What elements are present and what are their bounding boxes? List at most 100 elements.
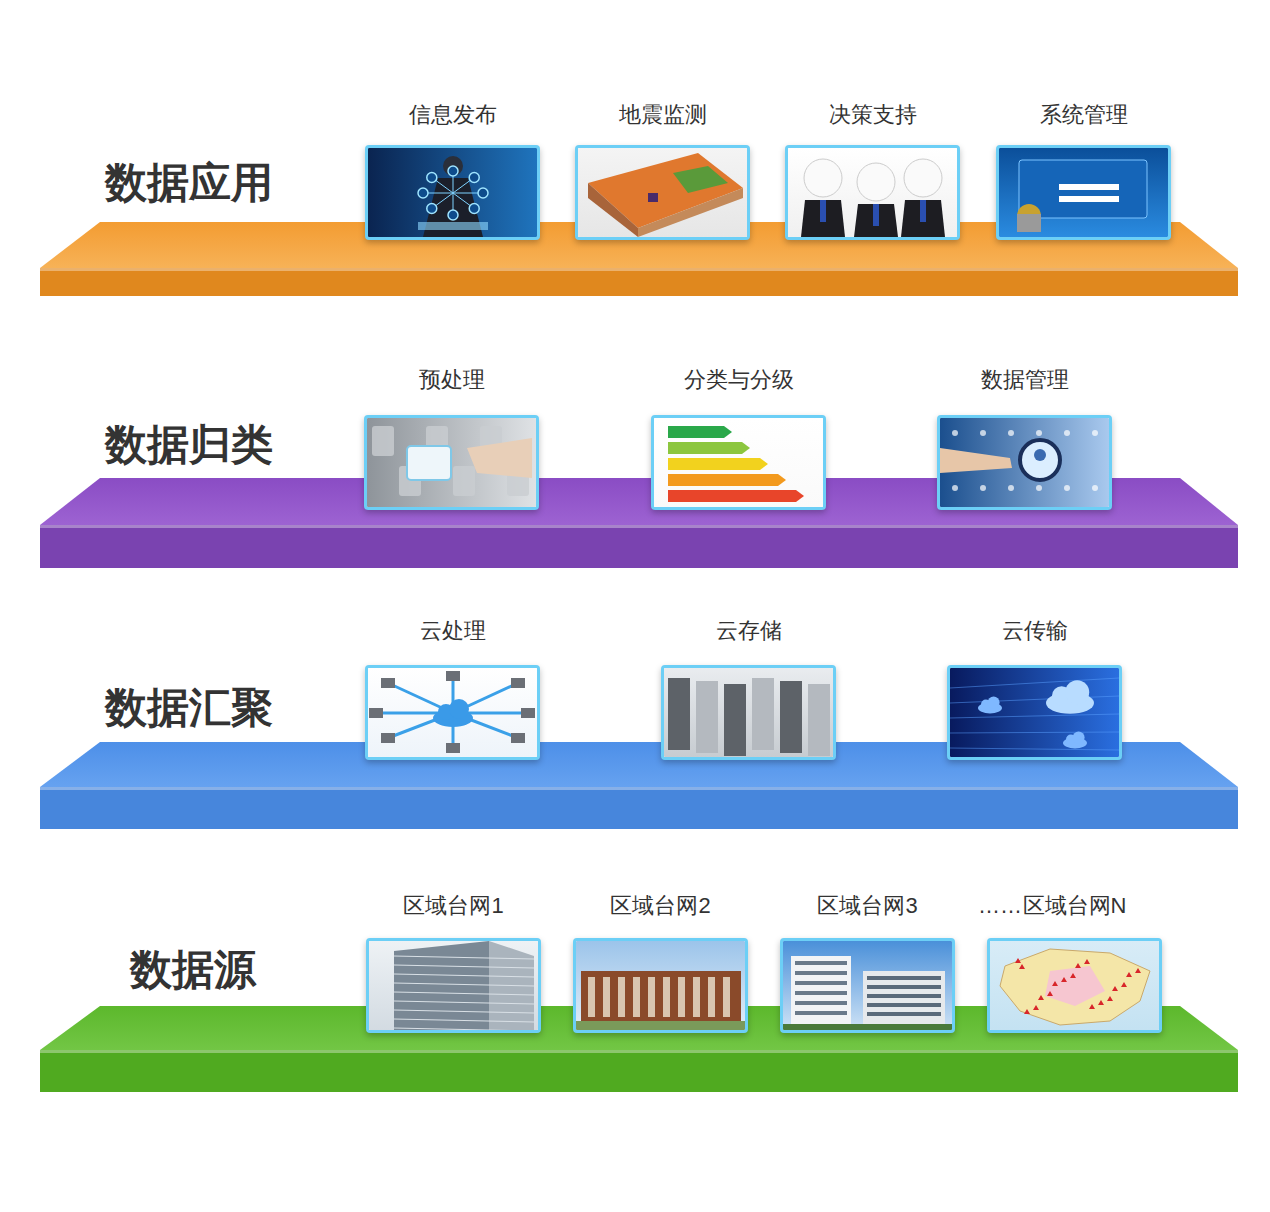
picture-svg bbox=[578, 148, 747, 237]
picture-part bbox=[1112, 986, 1118, 991]
picture-part bbox=[804, 159, 842, 197]
picture-background bbox=[999, 148, 1168, 237]
layer-band: 数据应用信息发布地震监测决策支持系统管理 bbox=[0, 95, 1270, 298]
picture-part bbox=[638, 188, 743, 237]
picture-part bbox=[920, 200, 926, 222]
picture-part bbox=[427, 204, 437, 214]
picture-part bbox=[1059, 196, 1119, 202]
cloud-shape bbox=[978, 697, 1002, 714]
slab-front bbox=[40, 525, 1238, 568]
function-card: 云处理 bbox=[365, 616, 540, 760]
card-title: 预处理 bbox=[364, 365, 539, 395]
picture-background bbox=[368, 668, 537, 757]
layer-title: 数据应用 bbox=[105, 158, 273, 208]
picture-svg bbox=[367, 418, 536, 507]
picture-part bbox=[446, 671, 460, 681]
picture-part bbox=[795, 981, 847, 985]
card-picture bbox=[987, 938, 1162, 1033]
slab-front bbox=[40, 268, 1238, 296]
picture-part bbox=[1036, 485, 1042, 491]
function-card: 云传输 bbox=[947, 616, 1122, 760]
picture-part bbox=[443, 156, 463, 176]
picture-part bbox=[381, 678, 395, 688]
card-picture bbox=[661, 665, 836, 760]
card-picture bbox=[364, 415, 539, 510]
card-picture bbox=[996, 145, 1171, 240]
picture-part bbox=[394, 1019, 534, 1022]
function-card: 地震监测 bbox=[575, 100, 750, 240]
function-card: 数据管理 bbox=[937, 365, 1112, 510]
picture-part bbox=[980, 430, 986, 436]
slab-highlight bbox=[40, 1050, 1238, 1053]
picture-part bbox=[867, 976, 941, 980]
picture-part bbox=[668, 442, 750, 454]
picture-part bbox=[1089, 1004, 1095, 1009]
picture-part bbox=[394, 992, 534, 995]
picture-part bbox=[427, 172, 437, 182]
function-card: 区域台网1 bbox=[366, 891, 541, 1033]
picture-part bbox=[1008, 485, 1014, 491]
layer-band: 数据汇聚云处理云存储云传输 bbox=[0, 612, 1270, 831]
picture-part bbox=[873, 204, 879, 226]
picture-part bbox=[478, 188, 488, 198]
picture-part bbox=[854, 204, 898, 237]
picture-part bbox=[901, 200, 945, 237]
slab-highlight bbox=[40, 787, 1238, 790]
card-title: 云传输 bbox=[947, 616, 1122, 646]
picture-part bbox=[1008, 430, 1014, 436]
picture-background bbox=[783, 941, 952, 1030]
picture-part bbox=[1017, 214, 1041, 232]
picture-part bbox=[950, 732, 1119, 733]
picture-part bbox=[394, 965, 534, 968]
picture-svg bbox=[950, 668, 1119, 757]
picture-part bbox=[1059, 184, 1119, 190]
picture-part bbox=[467, 438, 532, 478]
picture-part bbox=[394, 956, 534, 959]
picture-part bbox=[394, 1001, 534, 1004]
layer-title: 数据归类 bbox=[105, 420, 273, 470]
picture-part bbox=[576, 1021, 745, 1030]
picture-part bbox=[633, 977, 640, 1017]
picture-part bbox=[1092, 485, 1098, 491]
picture-part bbox=[449, 699, 469, 719]
picture-part bbox=[1034, 449, 1046, 461]
picture-part bbox=[668, 474, 786, 486]
picture-part bbox=[696, 681, 718, 753]
ellipsis-label: …… bbox=[978, 891, 1022, 921]
picture-part bbox=[394, 1010, 534, 1013]
picture-part bbox=[394, 1028, 534, 1030]
picture-part bbox=[588, 977, 595, 1017]
function-card: 区域台网3 bbox=[780, 891, 955, 1033]
picture-part bbox=[780, 681, 802, 753]
slab-front bbox=[40, 1050, 1238, 1092]
picture-part bbox=[1064, 430, 1070, 436]
picture-part bbox=[603, 977, 610, 1017]
picture-background bbox=[788, 148, 957, 237]
picture-background bbox=[654, 418, 823, 507]
picture-part bbox=[1121, 982, 1127, 987]
picture-part bbox=[1047, 991, 1053, 996]
picture-part bbox=[1052, 981, 1058, 986]
slab-front bbox=[40, 787, 1238, 829]
picture-part bbox=[1061, 977, 1067, 982]
function-card: 区域台网2 bbox=[573, 891, 748, 1033]
layer-title: 数据源 bbox=[130, 945, 256, 995]
picture-part bbox=[867, 1012, 941, 1016]
picture-part bbox=[867, 985, 941, 989]
picture-part bbox=[618, 977, 625, 1017]
picture-part bbox=[668, 426, 732, 438]
card-title: 分类与分级 bbox=[651, 365, 826, 395]
card-picture bbox=[366, 938, 541, 1033]
picture-part bbox=[588, 183, 638, 237]
picture-part bbox=[723, 977, 730, 1017]
picture-part bbox=[511, 678, 525, 688]
picture-part bbox=[950, 678, 1119, 688]
picture-part bbox=[648, 977, 655, 1017]
picture-svg bbox=[576, 941, 745, 1030]
card-picture bbox=[365, 665, 540, 760]
cloud-shape bbox=[433, 699, 473, 727]
picture-part bbox=[950, 714, 1119, 718]
layer-band: 数据源区域台网1区域台网2区域台网3区域台网N bbox=[0, 885, 1270, 1094]
picture-part bbox=[1038, 995, 1044, 1000]
